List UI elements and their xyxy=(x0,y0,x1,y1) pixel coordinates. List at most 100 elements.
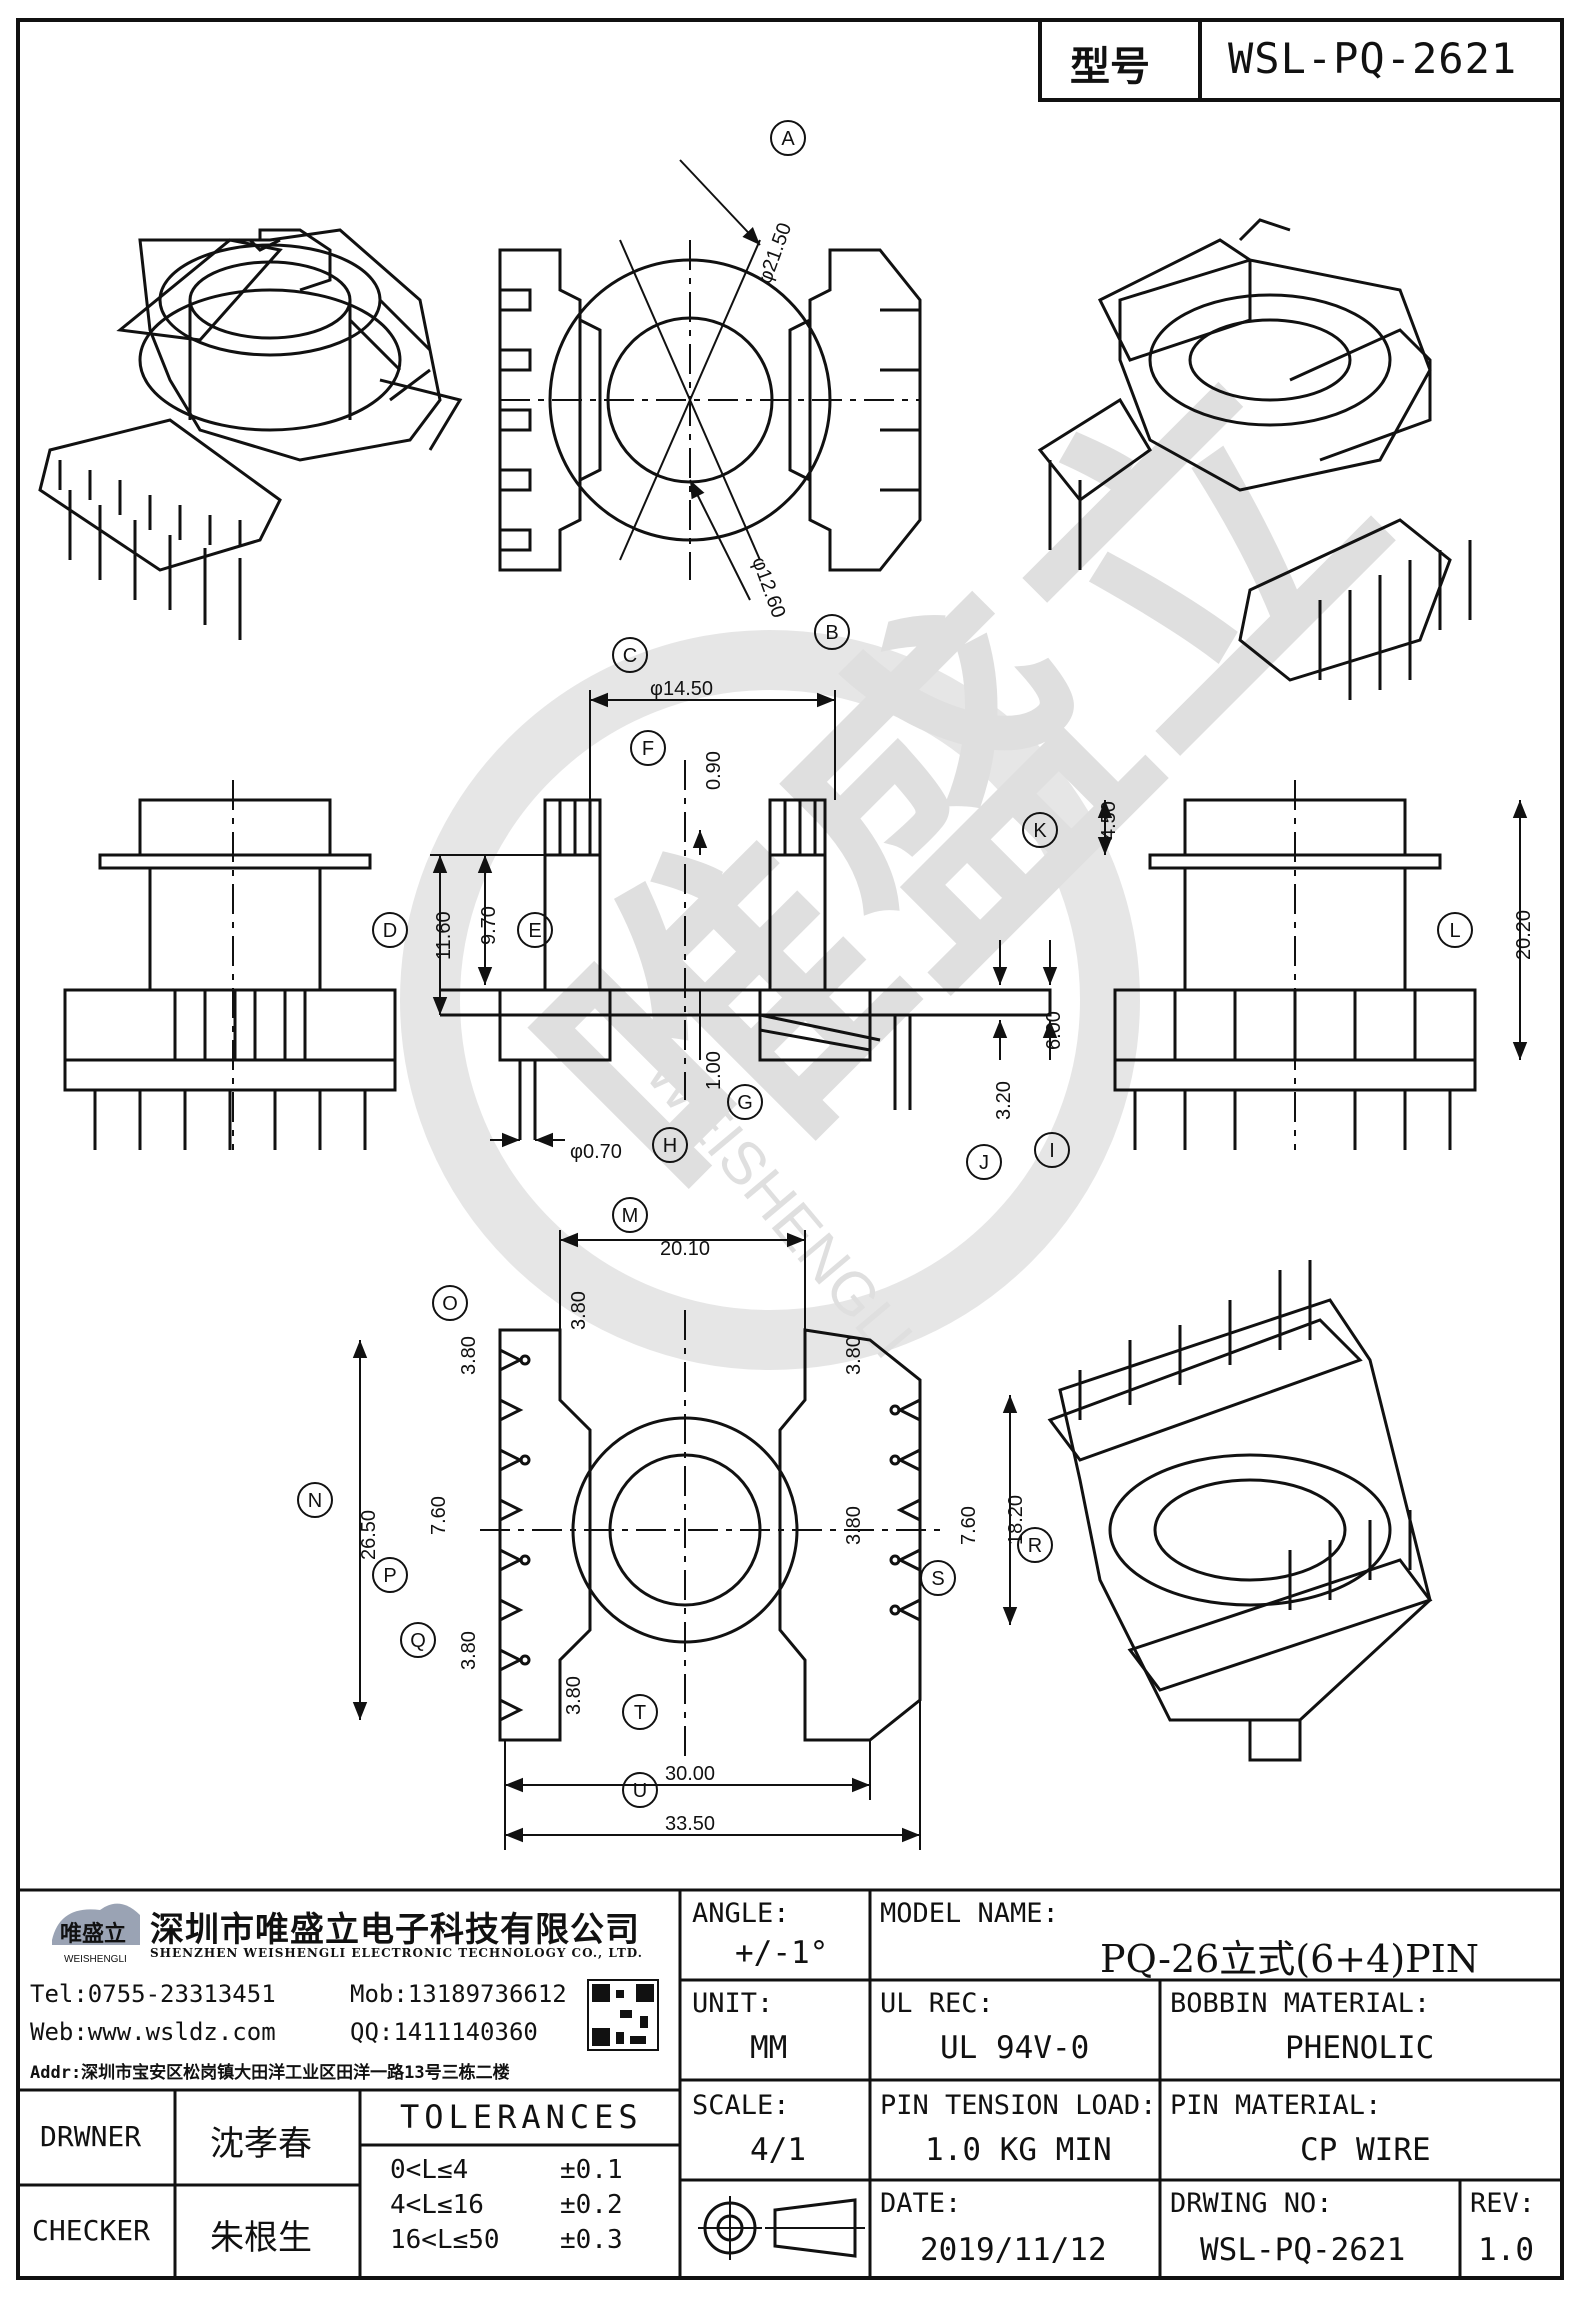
svg-text:J: J xyxy=(979,1152,989,1174)
scale-value: 4/1 xyxy=(750,2132,806,2168)
unit-label: UNIT: xyxy=(692,1988,774,2019)
tolerance-value: ±0.1 xyxy=(560,2155,623,2185)
svg-text:P: P xyxy=(383,1565,396,1587)
svg-text:O: O xyxy=(442,1293,458,1315)
company-name-cn: 深圳市唯盛立电子科技有限公司 xyxy=(150,1910,640,1950)
projection-symbol-icon xyxy=(698,2196,865,2260)
svg-text:I: I xyxy=(1049,1140,1055,1162)
svg-text:H: H xyxy=(663,1135,677,1157)
angle-label: ANGLE: xyxy=(692,1898,790,1929)
svg-text:M: M xyxy=(622,1205,639,1227)
svg-text:11.60: 11.60 xyxy=(433,911,455,960)
svg-text:20.20: 20.20 xyxy=(1513,910,1535,960)
company-mob: Mob:13189736612 xyxy=(350,1980,567,2008)
pin-tension-value: 1.0 KG MIN xyxy=(925,2132,1112,2168)
isometric-view-bottom xyxy=(1047,1260,1433,1762)
svg-text:φ21.50: φ21.50 xyxy=(754,220,796,287)
side-view-right xyxy=(1113,780,1477,1150)
tolerance-range: 0<L≤4 xyxy=(390,2155,469,2185)
bobbin-material-label: BOBBIN MATERIAL: xyxy=(1170,1988,1431,2019)
pin-tension-label: PIN TENSION LOAD: xyxy=(880,2090,1157,2121)
model-name-label: MODEL NAME: xyxy=(880,1898,1059,1929)
svg-text:U: U xyxy=(633,1780,647,1802)
svg-text:4.50: 4.50 xyxy=(1098,801,1120,840)
svg-text:WEISHENGLI: WEISHENGLI xyxy=(64,1954,127,1965)
svg-text:33.50: 33.50 xyxy=(665,1813,715,1835)
checker-label: CHECKER xyxy=(32,2214,151,2247)
bottom-view xyxy=(480,1310,940,1760)
company-logo: 唯盛立 WEISHENGLI xyxy=(52,1903,140,1965)
svg-text:T: T xyxy=(634,1702,646,1724)
company-name-en: SHENZHEN WEISHENGLI ELECTRONIC TECHNOLOG… xyxy=(150,1946,643,1960)
svg-text:6.00: 6.00 xyxy=(1043,1011,1065,1050)
header-box xyxy=(1038,18,1564,102)
model-name-value: PQ-26立式(6+4)PIN xyxy=(1100,1937,1479,1981)
title-block-grid xyxy=(18,1888,1562,2278)
svg-text:26.50: 26.50 xyxy=(358,1510,380,1560)
svg-text:20.10: 20.10 xyxy=(660,1238,710,1260)
dimension-lines xyxy=(352,159,1528,1850)
svg-text:G: G xyxy=(737,1092,753,1114)
company-addr: Addr:深圳市宝安区松岗镇大田洋工业区田洋一路13号三栋二楼 xyxy=(30,2063,510,2083)
company-tel: Tel:0755-23313451 xyxy=(30,1980,276,2008)
company-qq: QQ:1411140360 xyxy=(350,2018,538,2046)
svg-text:N: N xyxy=(308,1490,322,1512)
isometric-view-left xyxy=(38,228,463,640)
type-label: 型号 xyxy=(1070,43,1150,90)
pin-material-value: CP WIRE xyxy=(1300,2132,1431,2168)
company-web: Web:www.wsldz.com xyxy=(30,2018,276,2046)
svg-text:Q: Q xyxy=(410,1630,426,1652)
scale-label: SCALE: xyxy=(692,2090,790,2121)
svg-text:L: L xyxy=(1449,920,1460,942)
svg-text:3.80: 3.80 xyxy=(568,1291,590,1330)
svg-text:D: D xyxy=(383,920,397,942)
svg-text:S: S xyxy=(931,1568,944,1590)
svg-text:C: C xyxy=(623,645,637,667)
svg-text:1.00: 1.00 xyxy=(703,1051,725,1090)
top-view xyxy=(498,239,922,580)
svg-text:3.80: 3.80 xyxy=(563,1676,585,1715)
svg-text:3.80: 3.80 xyxy=(843,1336,865,1375)
model-code: WSL-PQ-2621 xyxy=(1228,34,1518,83)
side-view-left xyxy=(63,780,397,1150)
svg-text:7.60: 7.60 xyxy=(428,1496,450,1535)
tolerance-value: ±0.3 xyxy=(560,2225,623,2255)
callouts xyxy=(297,120,1473,1808)
qr-code xyxy=(587,1979,659,2051)
sheet-border xyxy=(16,18,1564,2280)
svg-text:3.80: 3.80 xyxy=(458,1336,480,1375)
svg-text:K: K xyxy=(1033,820,1047,842)
svg-text:φ14.50: φ14.50 xyxy=(650,678,713,700)
ul-rec-label: UL REC: xyxy=(880,1988,994,2019)
isometric-view-right xyxy=(1037,218,1472,700)
rev-label: REV: xyxy=(1470,2188,1536,2219)
svg-text:3.80: 3.80 xyxy=(843,1506,865,1545)
drawer-value: 沈孝春 xyxy=(210,2124,312,2164)
bobbin-material-value: PHENOLIC xyxy=(1285,2030,1435,2066)
callout-letters: A B C D E F G H I J K L M N O P Q R S T … xyxy=(308,128,1461,1802)
angle-value: +/-1° xyxy=(735,1935,829,1971)
svg-text:B: B xyxy=(825,622,838,644)
unit-value: MM xyxy=(750,2030,788,2066)
date-value: 2019/11/12 xyxy=(920,2232,1107,2268)
svg-text:φ0.70: φ0.70 xyxy=(570,1141,622,1163)
svg-text:A: A xyxy=(781,128,795,150)
svg-text:9.70: 9.70 xyxy=(478,906,500,945)
pin-material-label: PIN MATERIAL: xyxy=(1170,2090,1382,2121)
svg-text:R: R xyxy=(1028,1535,1042,1557)
tolerance-value: ±0.2 xyxy=(560,2190,623,2220)
svg-text:0.90: 0.90 xyxy=(703,751,725,790)
rev-value: 1.0 xyxy=(1478,2232,1534,2268)
tolerance-title: TOLERANCES xyxy=(400,2098,643,2136)
section-view xyxy=(440,760,1052,1140)
drawing-no-label: DRWING NO: xyxy=(1170,2188,1333,2219)
svg-text:18.20: 18.20 xyxy=(1005,1495,1027,1545)
svg-text:30.00: 30.00 xyxy=(665,1763,715,1785)
tolerance-range: 16<L≤50 xyxy=(390,2225,500,2255)
drawer-label: DRWNER xyxy=(40,2120,142,2153)
svg-text:7.60: 7.60 xyxy=(958,1506,980,1545)
date-label: DATE: xyxy=(880,2188,962,2219)
drawing-no-value: WSL-PQ-2621 xyxy=(1200,2232,1406,2268)
